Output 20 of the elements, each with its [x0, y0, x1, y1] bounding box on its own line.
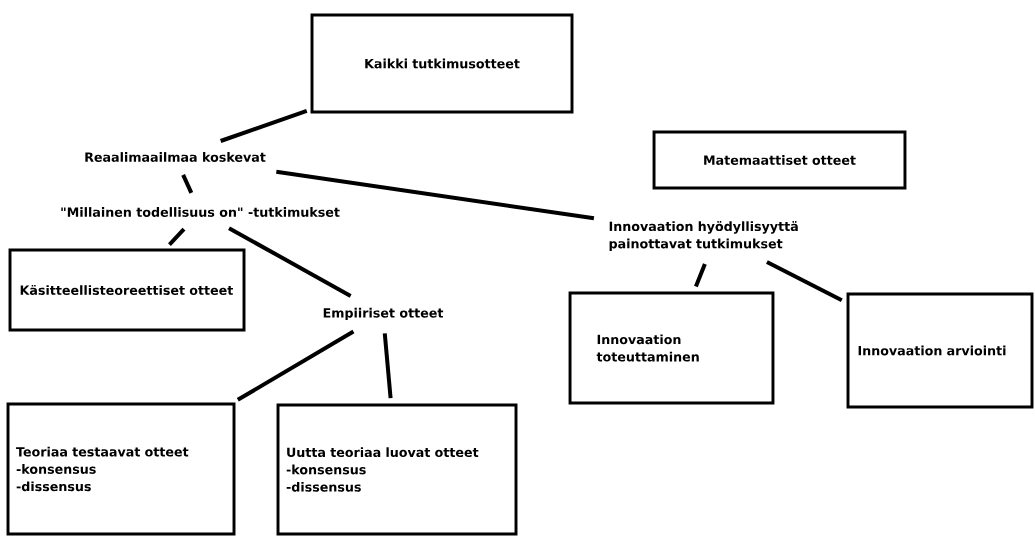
connector-line	[276, 169, 595, 221]
connector-line	[181, 174, 194, 194]
connector-line	[228, 226, 352, 298]
process-box: Käsitteellisteoreettiset otteet	[8, 248, 246, 332]
connector-line	[694, 263, 707, 288]
process-box: Matemaattiset otteet	[652, 130, 907, 190]
process-box: Kaikki tutkimusotteet	[310, 13, 574, 114]
node-label: Innovaation hyödyllisyyttä painottavat tutkimukset	[609, 221, 798, 251]
node-label: "Millainen todellisuus on" -tutkimukset	[61, 207, 340, 217]
connector-line	[766, 260, 843, 303]
node-label: Empiiriset otteet	[323, 307, 444, 321]
connector-line	[220, 108, 308, 143]
process-box: Teoriaa testaavat otteet -konsensus -dissensus	[6, 402, 236, 536]
connector-line	[168, 227, 186, 246]
connector-line	[382, 333, 393, 399]
node-label: Reaalimaailmaa koskevat	[85, 152, 266, 162]
connector-line	[236, 329, 355, 402]
process-box: Innovaation arviointi	[846, 292, 1034, 409]
process-box: Uutta teoriaa luovat otteet -konsensus -dissensus	[276, 403, 518, 536]
process-box: Innovaation toteuttaminen	[568, 291, 775, 405]
